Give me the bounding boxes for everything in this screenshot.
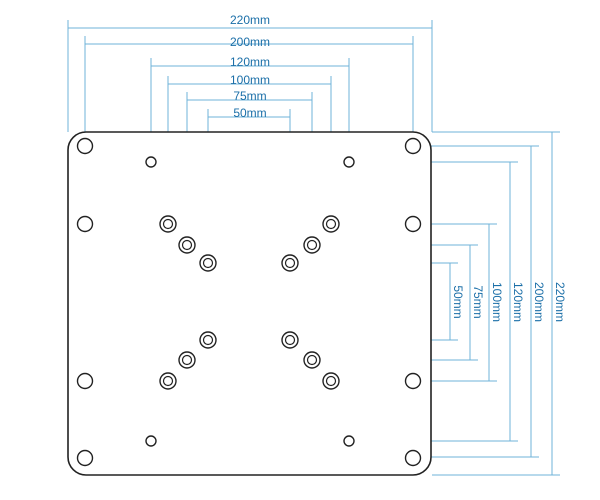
dim-label-h-50: 50mm (233, 106, 266, 120)
hole-side-1 (404, 215, 422, 233)
hole-100-3 (322, 372, 340, 390)
dim-label-v-50: 50mm (451, 285, 465, 318)
hole-200-3 (404, 449, 422, 467)
dimension-labels: 220mm 200mm 120mm 100mm 75mm 50mm 50mm 7… (230, 13, 567, 322)
hole-50-2 (199, 331, 217, 349)
mounting-holes (76, 137, 422, 467)
hole-inner-ring (202, 257, 214, 269)
hole-50-3 (281, 331, 299, 349)
hole-75-0 (178, 236, 196, 254)
hole-120-0 (145, 156, 157, 168)
hole-100-0 (159, 215, 177, 233)
hole-inner-ring (325, 375, 337, 387)
hole-120-2 (145, 435, 157, 447)
dim-label-h-200: 200mm (230, 35, 270, 49)
dim-label-h-100: 100mm (230, 73, 270, 87)
hole-inner-ring (306, 239, 318, 251)
hole-75-3 (303, 351, 321, 369)
hole-120-3 (343, 435, 355, 447)
mounting-plate (67, 131, 432, 476)
hole-inner-ring (284, 334, 296, 346)
hole-inner-ring (202, 334, 214, 346)
dim-label-v-100: 100mm (490, 282, 504, 322)
dim-label-v-220: 220mm (553, 282, 567, 322)
hole-inner-ring (181, 354, 193, 366)
hole-inner-ring (325, 218, 337, 230)
hole-50-1 (281, 254, 299, 272)
hole-side-2 (76, 372, 94, 390)
dim-label-h-120: 120mm (230, 55, 270, 69)
hole-200-1 (404, 137, 422, 155)
hole-100-2 (159, 372, 177, 390)
hole-inner-ring (162, 218, 174, 230)
hole-inner-ring (162, 375, 174, 387)
hole-200-2 (76, 449, 94, 467)
hole-75-1 (303, 236, 321, 254)
hole-50-0 (199, 254, 217, 272)
dim-label-h-75: 75mm (233, 89, 266, 103)
hole-inner-ring (181, 239, 193, 251)
dim-label-v-200: 200mm (532, 282, 546, 322)
hole-120-1 (343, 156, 355, 168)
hole-side-0 (76, 215, 94, 233)
hole-75-2 (178, 351, 196, 369)
dim-label-h-220: 220mm (230, 13, 270, 27)
hole-side-3 (404, 372, 422, 390)
hole-100-1 (322, 215, 340, 233)
hole-200-0 (76, 137, 94, 155)
hole-inner-ring (284, 257, 296, 269)
dim-label-v-75: 75mm (471, 285, 485, 318)
dim-label-v-120: 120mm (511, 282, 525, 322)
hole-inner-ring (306, 354, 318, 366)
